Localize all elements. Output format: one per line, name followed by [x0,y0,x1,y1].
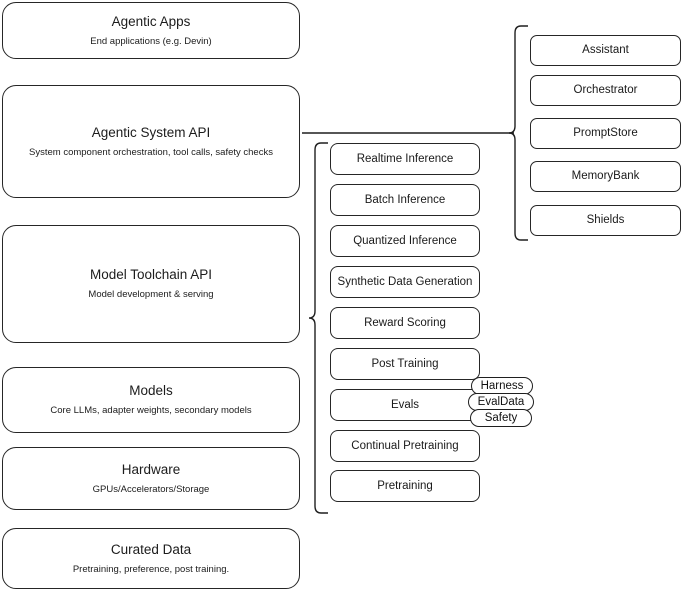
stack-layer-hardware[interactable]: Hardware GPUs/Accelerators/Storage [2,447,300,510]
evals-subcomponent-label: Harness [480,380,524,392]
stack-layer-models[interactable]: Models Core LLMs, adapter weights, secon… [2,367,300,433]
layer-title: Curated Data [110,541,192,557]
layer-subtitle: Core LLMs, adapter weights, secondary mo… [50,405,252,416]
agentic-component-label: PromptStore [573,127,638,140]
capability-label: Realtime Inference [356,152,454,165]
layer-subtitle: End applications (e.g. Devin) [90,35,212,47]
agentic-component-label: Assistant [582,44,629,57]
capability-label: Batch Inference [364,193,446,206]
capability-label: Evals [390,398,420,411]
capability-realtime-inference[interactable]: Realtime Inference [330,143,480,175]
agentic-component-label: Shields [586,214,625,227]
agentic-component-orchestrator[interactable]: Orchestrator [530,75,681,106]
agentic-component-assistant[interactable]: Assistant [530,35,681,66]
agentic-component-shields[interactable]: Shields [530,205,681,236]
stack-layer-agentic-system-api[interactable]: Agentic System API System component orch… [2,85,300,198]
capability-batch-inference[interactable]: Batch Inference [330,184,480,216]
capability-post-training[interactable]: Post Training [330,348,480,380]
layer-title: Agentic System API [91,124,211,140]
evals-subcomponent-label: Safety [484,412,518,424]
layer-title: Agentic Apps [111,13,191,29]
stack-layer-curated-data[interactable]: Curated Data Pretraining, preference, po… [2,528,300,589]
brace-agentic-system-components [508,25,528,241]
agentic-component-label: MemoryBank [571,170,640,183]
agentic-component-promptstore[interactable]: PromptStore [530,118,681,149]
stack-layer-model-toolchain-api[interactable]: Model Toolchain API Model development & … [2,225,300,343]
layer-title: Models [129,383,173,399]
capability-label: Reward Scoring [364,316,446,329]
capability-synthetic-data-generation[interactable]: Synthetic Data Generation [330,266,480,298]
layer-subtitle: GPUs/Accelerators/Storage [92,483,210,495]
evals-subcomponent-safety[interactable]: Safety [470,409,532,427]
stack-layer-agentic-apps[interactable]: Agentic Apps End applications (e.g. Devi… [2,2,300,59]
capability-label: Post Training [371,357,439,370]
layer-title: Hardware [121,461,181,477]
capability-quantized-inference[interactable]: Quantized Inference [330,225,480,257]
capability-label: Synthetic Data Generation [337,275,473,288]
capability-label: Pretraining [377,479,433,492]
evals-subcomponent-label: EvalData [477,396,525,408]
agentic-component-label: Orchestrator [573,84,638,97]
capability-label: Quantized Inference [353,234,457,247]
agentic-component-memorybank[interactable]: MemoryBank [530,161,681,192]
capability-reward-scoring[interactable]: Reward Scoring [330,307,480,339]
brace-model-toolchain-capabilities [308,142,328,514]
capability-label: Continual Pretraining [351,439,459,452]
capability-pretraining[interactable]: Pretraining [330,470,480,502]
layer-subtitle: System component orchestration, tool cal… [29,146,273,158]
capability-evals[interactable]: Evals [330,389,480,421]
layer-title: Model Toolchain API [89,267,213,283]
capability-continual-pretraining[interactable]: Continual Pretraining [330,430,480,462]
layer-subtitle: Model development & serving [88,289,214,300]
layer-subtitle: Pretraining, preference, post training. [72,563,230,575]
